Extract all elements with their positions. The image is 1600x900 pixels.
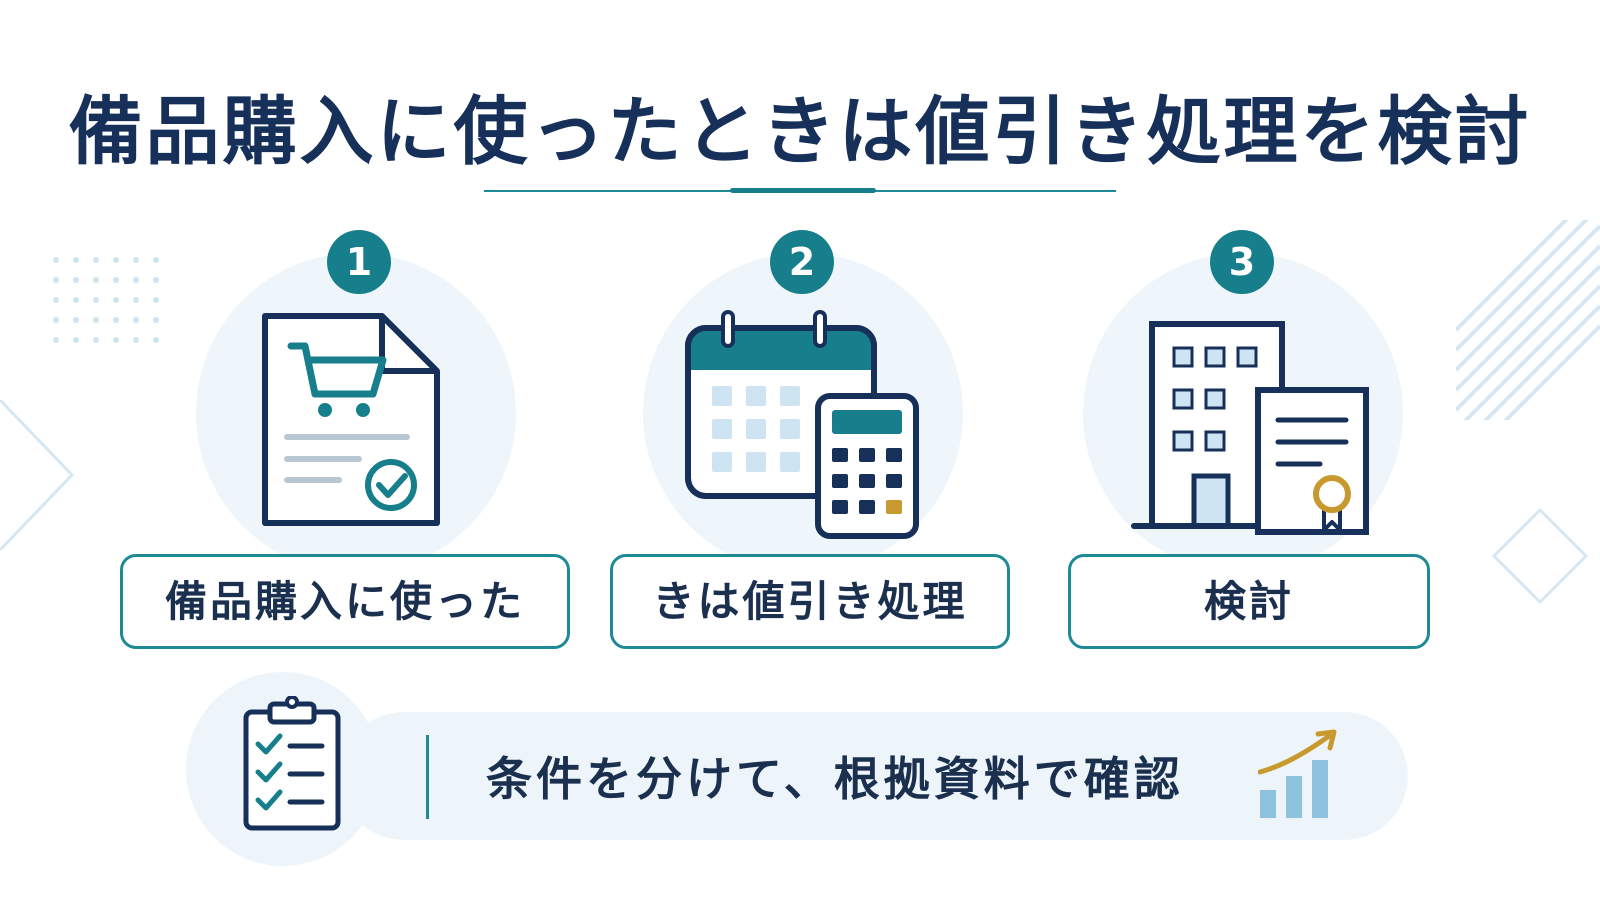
summary-band — [340, 712, 1408, 840]
dot-grid-decoration — [52, 256, 162, 346]
summary-text: 条件を分けて、根拠資料で確認 — [486, 752, 1184, 806]
step-3-label: 検討 — [1068, 554, 1430, 649]
diamond-decoration-right — [1490, 506, 1590, 606]
step-2-label: きは値引き処理 — [610, 554, 1010, 649]
chevron-decoration-left — [0, 398, 80, 552]
step-3-badge: 3 — [1210, 230, 1274, 294]
page-title: 備品購入に使ったときは値引き処理を検討 — [68, 89, 1532, 175]
step-1-label: 備品購入に使った — [120, 554, 570, 649]
clipboard-checklist-icon — [242, 696, 342, 832]
calendar-calculator-icon — [684, 308, 924, 540]
diagonal-stripes-decoration — [1454, 184, 1600, 472]
title-underline-accent — [730, 188, 876, 193]
invoice-cart-check-icon — [255, 310, 445, 535]
rising-bar-chart-icon — [1258, 728, 1342, 820]
step-1-badge: 1 — [327, 230, 391, 294]
step-2-badge: 2 — [770, 230, 834, 294]
office-building-certificate-icon — [1130, 318, 1370, 544]
summary-divider — [426, 735, 429, 819]
